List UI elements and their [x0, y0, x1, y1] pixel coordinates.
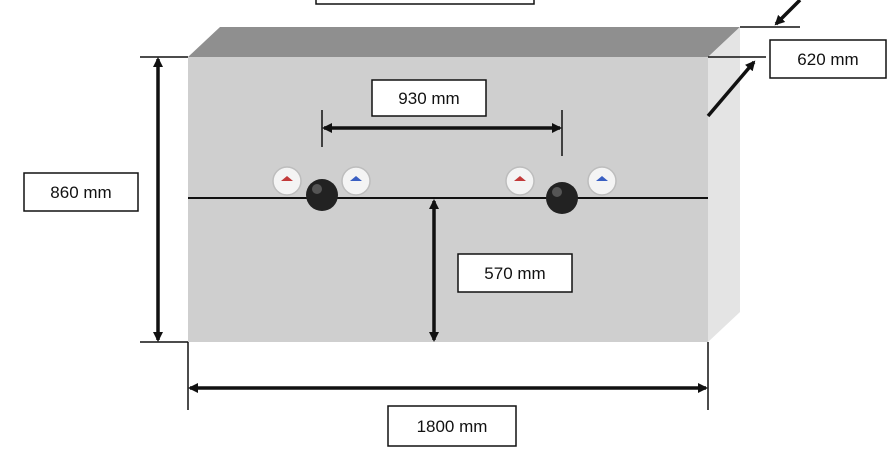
depth-dimension-arrow-bottom-icon [706, 60, 756, 118]
depth-label: 620 mm [797, 50, 858, 69]
width-label-box [387, 405, 517, 447]
fixture-height-label: 570 mm [484, 264, 545, 283]
box-side-face [708, 27, 740, 342]
depth-label-box [769, 39, 887, 79]
fixture-group-right [505, 166, 617, 214]
drain-outlet-icon [546, 182, 578, 214]
height-label: 860 mm [50, 183, 111, 202]
spacing-label-box [371, 79, 487, 117]
fixture-height-label-box [457, 253, 573, 293]
depth-dimension-arrow-top-icon [774, 0, 802, 26]
box-top-face [188, 27, 740, 57]
fixture-group-left [272, 166, 371, 211]
height-label-box [23, 172, 139, 212]
spacing-label: 930 mm [398, 89, 459, 108]
top-cut-label-box [315, 0, 535, 5]
drain-outlet-icon [306, 179, 338, 211]
width-label: 1800 mm [417, 417, 488, 436]
